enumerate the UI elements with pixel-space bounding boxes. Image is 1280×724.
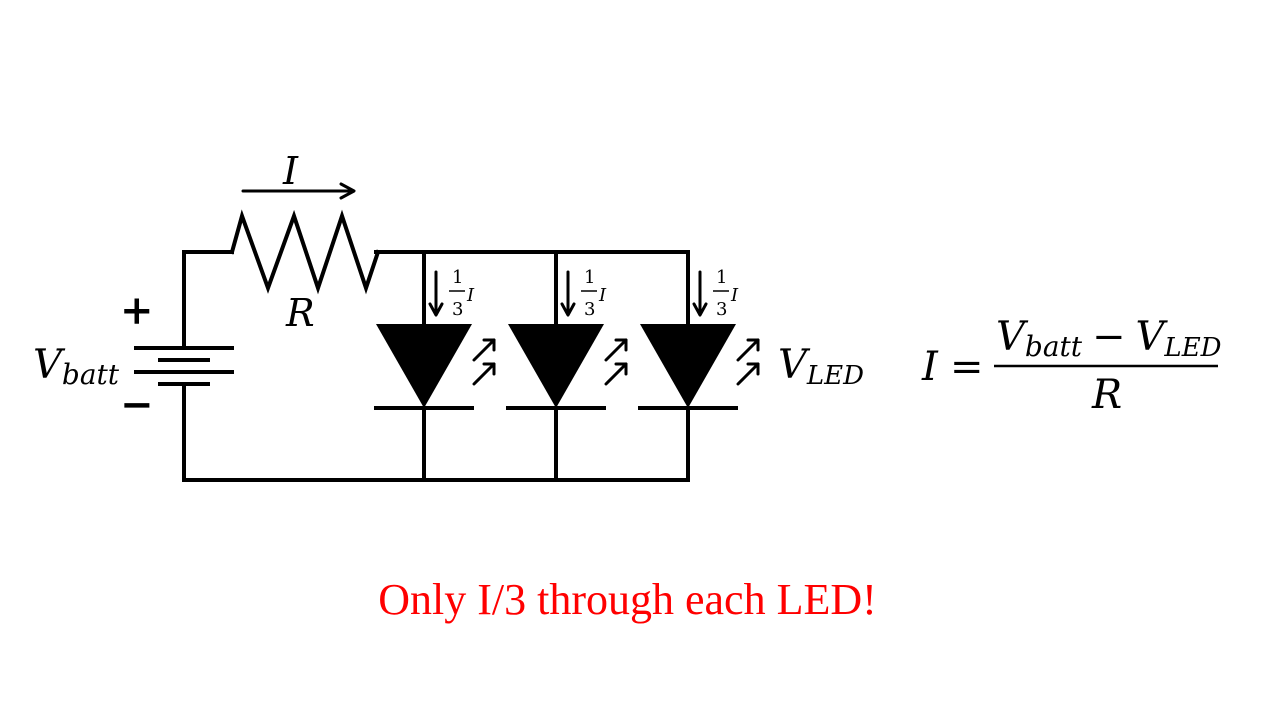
resistor-label: R — [285, 291, 315, 335]
svg-text:3: 3 — [584, 299, 595, 320]
led-branch-2: 1 3 I — [506, 250, 628, 482]
svg-text:1: 1 — [716, 267, 727, 288]
svg-text:3: 3 — [452, 299, 463, 320]
led-3-light-arrows — [736, 338, 760, 386]
current-arrow — [241, 182, 356, 200]
svg-text:I: I — [598, 285, 607, 306]
led-2-current-label: 1 3 I — [581, 267, 607, 320]
current-equation: I = Vbatt−VLED R — [921, 314, 1222, 418]
led-2-triangle — [508, 324, 604, 408]
battery-minus-sign: − — [120, 381, 154, 428]
wire-battery-to-resistor — [182, 250, 234, 347]
caption: Only I/3 through each LED! — [378, 575, 877, 624]
bottom-bus-wire — [182, 382, 690, 482]
equation-denominator: R — [1091, 372, 1122, 418]
equation-equals: = — [950, 344, 984, 390]
svg-text:1: 1 — [584, 267, 595, 288]
led-1-light-arrows — [472, 338, 496, 386]
battery-plus-sign: + — [120, 287, 154, 334]
led-3-triangle — [640, 324, 736, 408]
svg-text:I: I — [466, 285, 475, 306]
led-2-light-arrows — [604, 338, 628, 386]
svg-text:1: 1 — [452, 267, 463, 288]
equation-numerator: Vbatt−VLED — [996, 314, 1222, 363]
led-1-current-arrow — [428, 270, 444, 317]
led-1-current-label: 1 3 I — [449, 267, 475, 320]
led-1-triangle — [376, 324, 472, 408]
led-3-current-arrow — [692, 270, 708, 317]
led-3-current-label: 1 3 I — [713, 267, 739, 320]
resistor — [229, 209, 381, 295]
led-branch-3: 1 3 I — [638, 250, 760, 482]
svg-text:3: 3 — [716, 299, 727, 320]
current-label: I — [282, 149, 299, 193]
vbatt-label: Vbatt — [33, 342, 120, 391]
equation-lhs: I — [921, 344, 939, 390]
led-branch-1: 1 3 I — [374, 250, 496, 482]
svg-text:I: I — [730, 285, 739, 306]
battery — [134, 346, 234, 386]
led-2-current-arrow — [560, 270, 576, 317]
vled-label: VLED — [778, 342, 864, 391]
